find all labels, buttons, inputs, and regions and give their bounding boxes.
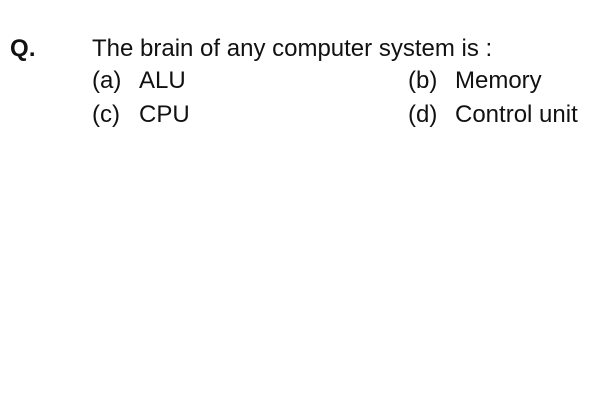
option-a-text: ALU	[139, 67, 186, 94]
option-a[interactable]: (a) ALU	[92, 66, 186, 96]
option-b[interactable]: (b) Memory	[408, 66, 542, 96]
question-text: The brain of any computer system is :	[92, 35, 493, 62]
option-c-text: CPU	[139, 101, 190, 128]
option-b-text: Memory	[455, 67, 542, 94]
question-label: Q.	[10, 35, 36, 62]
option-c-letter: (c)	[92, 101, 120, 128]
option-b-letter: (b)	[408, 67, 438, 94]
option-d[interactable]: (d) Control unit	[408, 100, 578, 130]
option-d-text: Control unit	[455, 101, 578, 128]
option-c[interactable]: (c) CPU	[92, 100, 190, 130]
option-a-letter: (a)	[92, 67, 122, 94]
option-d-letter: (d)	[408, 101, 438, 128]
